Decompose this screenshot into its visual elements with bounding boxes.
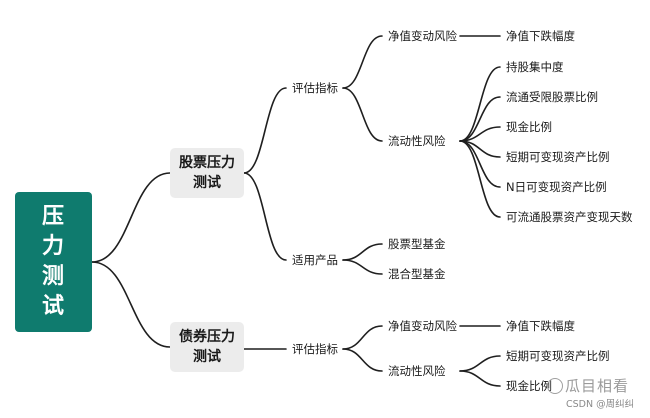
watermark-logo-icon [547,378,563,394]
stock-short-term-liquid-asset-ratio: 短期可变现资产比例 [506,150,610,164]
edge-stock-equity-fund [342,243,383,261]
stock-liquidation-days: 可流通股票资产变现天数 [506,210,633,224]
stock-nav-drop-range: 净值下跌幅度 [506,29,575,43]
edge-stock-hybrid-fund [342,259,383,275]
edge-stock-metrics [243,87,287,174]
stock-restricted-share-ratio: 流通受限股票比例 [506,90,598,104]
edge-stock-liquidity-risk [342,87,383,142]
edge-stock-liquidity-item [459,96,501,142]
stock-equity-fund: 股票型基金 [388,237,446,251]
edge-stock-products [243,172,287,261]
branch-bond-stress-test: 债券压力测试 [170,322,244,372]
edge-stock-nav-risk [342,35,383,89]
stock-n-day-liquid-asset-ratio: N日可变现资产比例 [506,180,607,194]
stock-cash-ratio: 现金比例 [506,120,552,134]
edge-stock-liquidity-item [459,66,501,142]
edge-bond-nav-risk [342,325,383,350]
watermark-brand: 瓜目相看 [565,377,630,395]
bond-evaluation-metrics: 评估指标 [292,342,338,356]
edge-root-stock [91,172,171,263]
bond-nav-change-risk: 净值变动风险 [388,319,457,333]
bond-short-term-liquid-asset-ratio: 短期可变现资产比例 [506,349,610,363]
bond-liquidity-risk: 流动性风险 [388,364,446,378]
stock-applicable-products: 适用产品 [292,253,338,267]
stock-hybrid-fund: 混合型基金 [388,267,446,281]
bond-cash-ratio: 现金比例 [506,379,552,393]
edge-bond-liquidity-risk [342,348,383,372]
stock-liquidity-risk: 流动性风险 [388,134,446,148]
stock-nav-change-risk: 净值变动风险 [388,29,457,43]
watermark-source: CSDN @周纠纠 [566,399,635,410]
edge-bond-short-term [459,355,501,372]
bond-nav-drop-range: 净值下跌幅度 [506,319,575,333]
root-node: 压力测试 [15,192,92,332]
edge-bond-cash [459,370,501,387]
edge-root-bond [91,261,171,348]
stock-evaluation-metrics: 评估指标 [292,81,338,95]
edge-stock-liquidity-item [459,140,501,218]
stock-holding-concentration: 持股集中度 [506,60,564,74]
branch-stock-stress-test: 股票压力测试 [170,148,244,198]
